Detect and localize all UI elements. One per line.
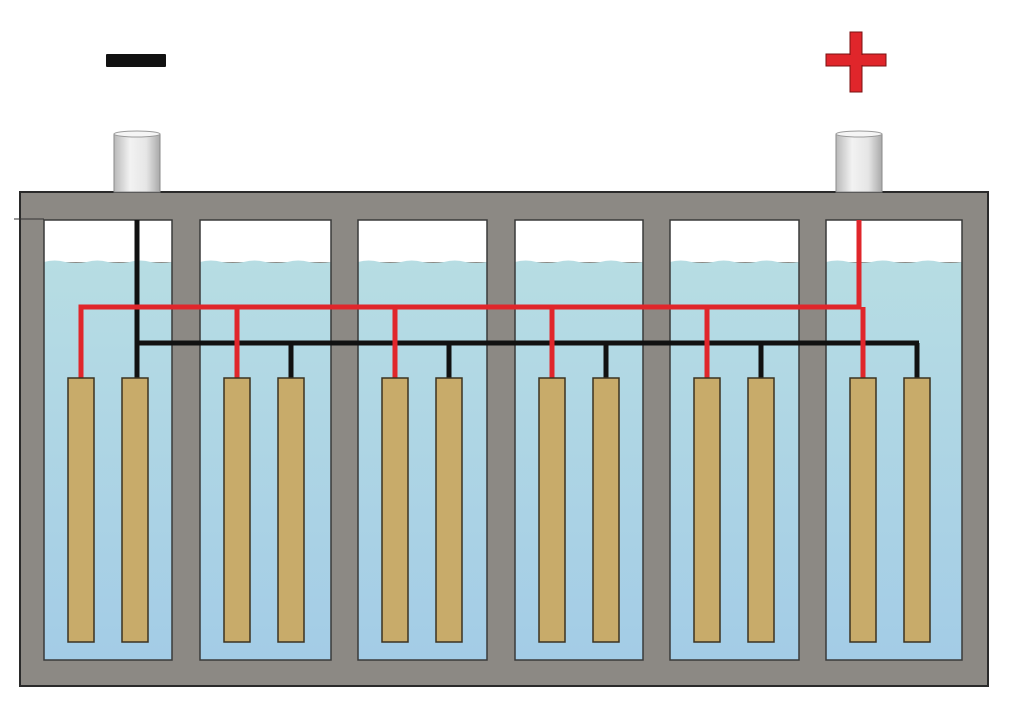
cell-outline — [43, 219, 173, 661]
negative-plate — [121, 377, 149, 643]
cell-air-gap — [200, 220, 331, 262]
plus-sign-icon — [825, 31, 887, 93]
cell-electrolyte — [826, 260, 962, 660]
cell-outline — [825, 219, 963, 661]
positive-plate — [67, 377, 95, 643]
positive-plate — [381, 377, 409, 643]
positive-terminal-post — [835, 130, 883, 193]
plates-layer — [67, 377, 931, 643]
negative-plate — [747, 377, 775, 643]
cell-outline — [669, 219, 800, 661]
positive-plate — [538, 377, 566, 643]
positive-plate — [849, 377, 877, 643]
negative-plate — [903, 377, 931, 643]
cell-outline — [199, 219, 332, 661]
negative-plate — [435, 377, 463, 643]
cell-electrolyte — [44, 260, 172, 660]
positive-plate — [693, 377, 721, 643]
minus-sign-icon — [106, 54, 166, 67]
positive-plate — [223, 377, 251, 643]
negative-plate — [592, 377, 620, 643]
cell-air-gap — [670, 220, 799, 262]
positive-bus-wire — [78, 220, 862, 378]
cell-air-gap — [515, 220, 643, 262]
cell-outline — [514, 219, 644, 661]
cell-air-gap — [358, 220, 487, 262]
negative-terminal-post — [113, 130, 161, 193]
cell-outline — [357, 219, 488, 661]
negative-plate — [277, 377, 305, 643]
cell-air-gap — [826, 220, 962, 262]
cell-electrolyte — [358, 260, 487, 660]
cell-electrolyte — [670, 260, 799, 660]
wiring-layer — [78, 220, 920, 378]
cell-electrolyte — [515, 260, 643, 660]
cell-electrolyte — [200, 260, 331, 660]
cell-air-gap — [44, 220, 172, 262]
